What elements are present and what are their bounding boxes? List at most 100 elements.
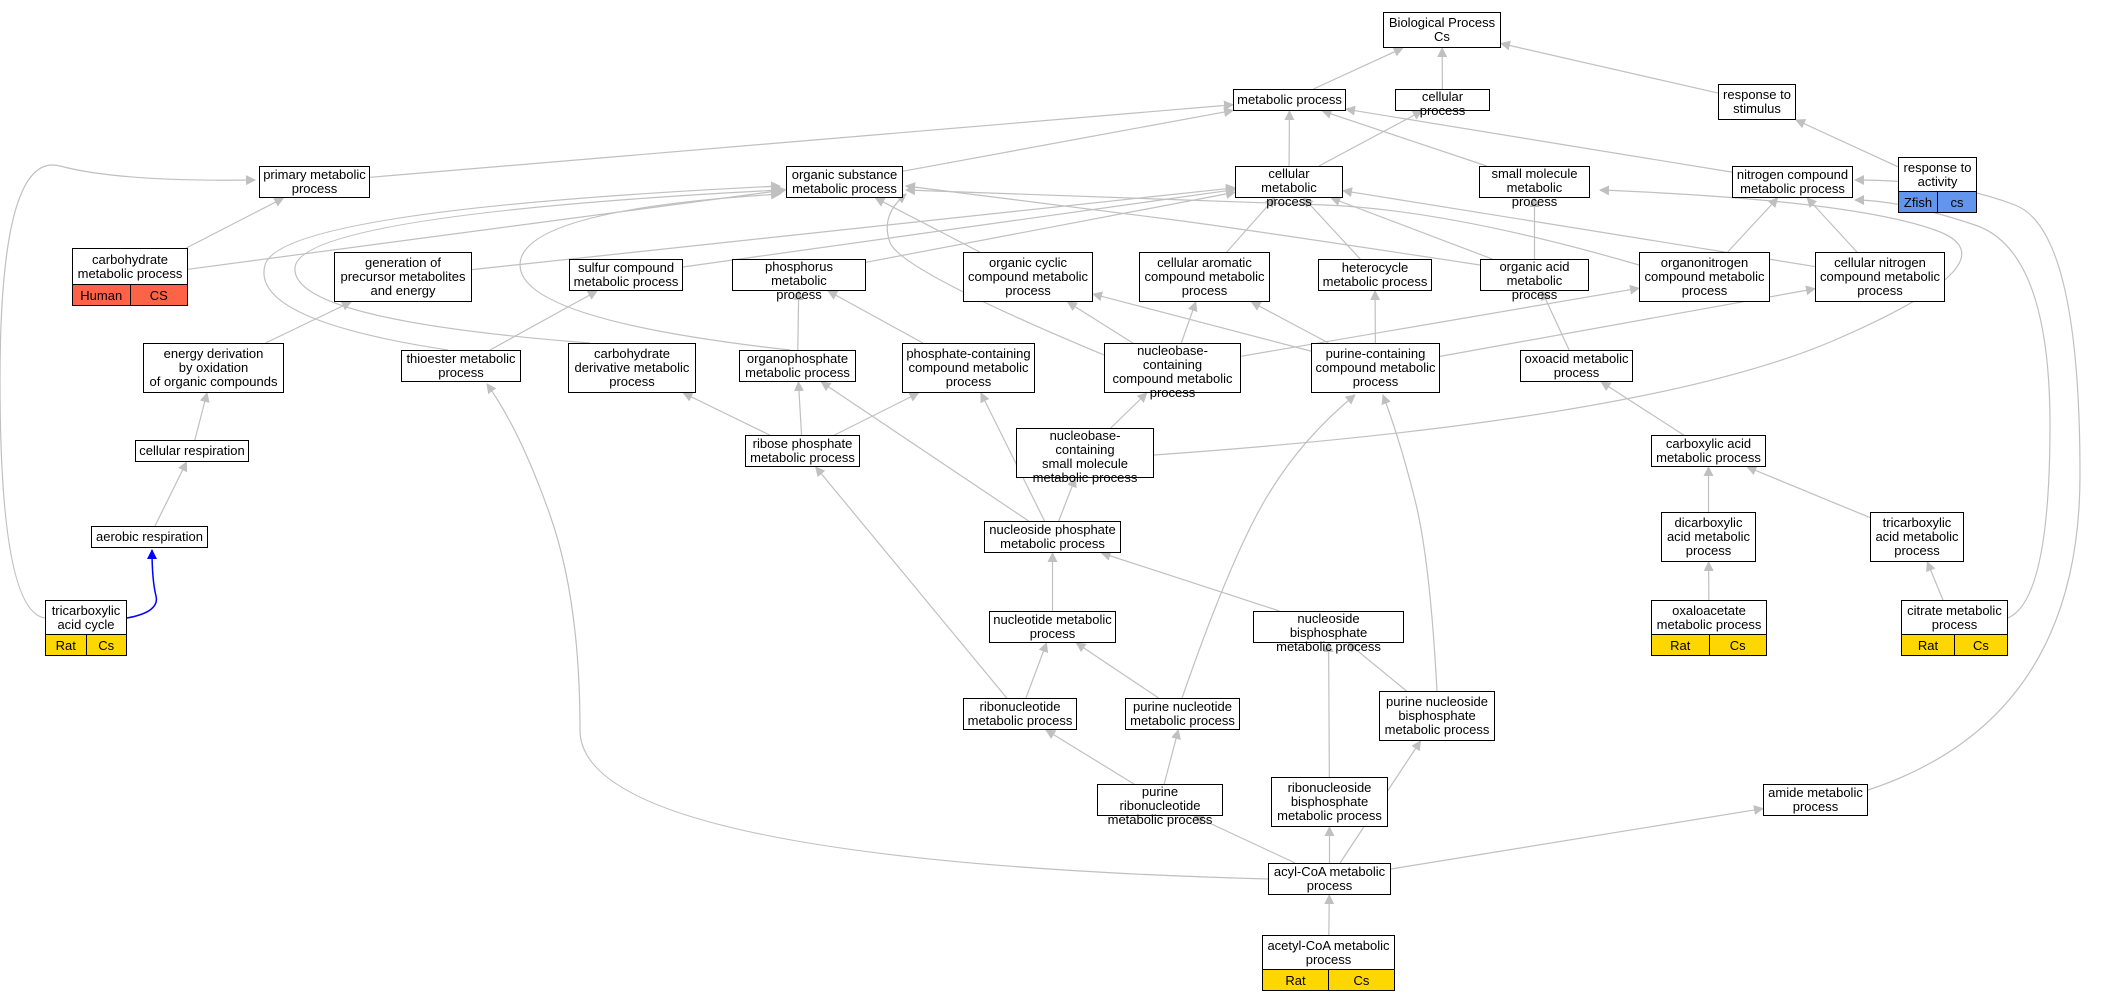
go-term-node[interactable]: cellular nitrogen compound metabolic pro…	[1815, 252, 1945, 302]
go-term-node[interactable]: organophosphate metabolic process	[739, 350, 856, 382]
go-term-node[interactable]: acyl-CoA metabolic process	[1268, 863, 1391, 895]
is-a-edge	[1321, 109, 1487, 167]
go-term-node[interactable]: cellular process	[1395, 89, 1490, 118]
go-term-label: generation of precursor metabolites and …	[340, 255, 466, 298]
annotation-tag: CS	[129, 285, 187, 305]
go-term-node[interactable]: nucleobase-containing small molecule met…	[1016, 428, 1154, 485]
is-a-edge	[1163, 729, 1181, 785]
go-term-label: nitrogen compound metabolic process	[1736, 167, 1849, 196]
go-term-label: oxaloacetate metabolic process	[1652, 601, 1766, 635]
go-term-node[interactable]: oxoacid metabolic process	[1520, 350, 1633, 382]
go-term-node[interactable]: nucleoside bisphosphate metabolic proces…	[1253, 611, 1404, 654]
go-term-label: energy derivation by oxidation of organi…	[149, 346, 278, 389]
is-a-edge	[1323, 642, 1334, 778]
go-term-node[interactable]: purine-containing compound metabolic pro…	[1311, 343, 1440, 393]
go-term-label: phosphorus metabolic process	[765, 259, 833, 302]
is-a-edge	[815, 466, 1008, 699]
is-a-edge	[1240, 284, 1640, 357]
is-a-edge	[865, 189, 1236, 263]
go-term-node[interactable]: amide metabolic process	[1763, 784, 1868, 816]
is-a-edge	[1313, 47, 1404, 90]
is-a-edge	[1345, 105, 1733, 173]
is-a-edge	[1058, 477, 1077, 522]
is-a-edge	[1318, 110, 1423, 167]
go-term-node[interactable]: energy derivation by oxidation of organi…	[143, 343, 284, 393]
go-term-node[interactable]: organonitrogen compound metabolic proces…	[1639, 252, 1770, 302]
go-term-label: amide metabolic process	[1768, 785, 1863, 814]
is-a-edge	[1075, 642, 1159, 699]
is-a-edge	[471, 183, 1236, 271]
go-term-node[interactable]: ribonucleoside bisphosphate metabolic pr…	[1271, 777, 1388, 827]
go-term-node[interactable]: purine nucleoside bisphosphate metabolic…	[1379, 691, 1495, 741]
go-term-label: purine nucleoside bisphosphate metabolic…	[1384, 694, 1490, 737]
go-term-label: dicarboxylic acid metabolic process	[1666, 515, 1751, 558]
go-term-label: acyl-CoA metabolic process	[1273, 864, 1386, 893]
go-term-node[interactable]: sulfur compound metabolic process	[569, 259, 683, 291]
go-term-label: small molecule metabolic process	[1491, 166, 1578, 209]
is-a-edge	[1381, 394, 1438, 692]
go-term-node[interactable]: nucleoside phosphate metabolic process	[984, 521, 1121, 553]
go-term-label: carbohydrate derivative metabolic proces…	[574, 346, 690, 389]
go-term-node[interactable]: nucleotide metabolic process	[989, 611, 1116, 643]
go-term-label: carboxylic acid metabolic process	[1656, 436, 1761, 465]
is-a-edge	[793, 381, 804, 436]
go-term-node[interactable]: response to stimulus	[1718, 84, 1796, 120]
go-term-node[interactable]: nucleobase-containing compound metabolic…	[1104, 343, 1241, 400]
annotation-tag: Cs	[85, 635, 126, 655]
go-term-node[interactable]: heterocycle metabolic process	[1318, 259, 1432, 291]
annotation-tag: cs	[1937, 192, 1976, 212]
go-term-node[interactable]: nitrogen compound metabolic process	[1732, 166, 1853, 198]
go-term-node[interactable]: primary metabolic process	[259, 166, 370, 198]
is-a-edge	[1541, 290, 1570, 351]
go-term-node[interactable]: ribose phosphate metabolic process	[745, 435, 860, 467]
go-term-node[interactable]: organic cyclic compound metabolic proces…	[963, 252, 1093, 302]
is-a-edge	[186, 197, 285, 249]
go-term-node[interactable]: purine nucleotide metabolic process	[1125, 698, 1240, 730]
go-term-node[interactable]: cellular respiration	[135, 440, 249, 462]
go-term-label: Biological Process Cs	[1388, 15, 1496, 44]
go-term-node[interactable]: purine ribonucleotide metabolic process	[1097, 784, 1223, 827]
go-term-node[interactable]: thioester metabolic process	[401, 350, 521, 382]
go-term-node[interactable]: organic acid metabolic process	[1480, 259, 1589, 302]
is-a-edge	[1092, 291, 1312, 352]
go-term-node[interactable]: tricarboxylic acid metabolic process	[1870, 512, 1964, 562]
go-term-node[interactable]: generation of precursor metabolites and …	[334, 252, 472, 302]
go-term-node[interactable]: carbohydrate derivative metabolic proces…	[568, 343, 696, 393]
go-term-node[interactable]: aerobic respiration	[91, 526, 208, 548]
annotation-tag: Cs	[1954, 635, 2007, 655]
is-a-edge	[369, 100, 1234, 178]
is-a-edge	[820, 381, 1029, 522]
go-term-node[interactable]: organic substance metabolic process	[786, 166, 903, 198]
is-a-edge	[1110, 392, 1148, 429]
go-term-node[interactable]: small molecule metabolic process	[1479, 166, 1590, 209]
go-term-node[interactable]: carboxylic acid metabolic process	[1651, 435, 1766, 467]
is-a-edge	[1500, 40, 1719, 94]
go-term-node[interactable]: phosphorus metabolic process	[732, 259, 866, 302]
go-term-node[interactable]: cellular aromatic compound metabolic pro…	[1139, 252, 1270, 302]
go-term-node[interactable]: cellular metabolic process	[1235, 166, 1343, 209]
go-term-label: acetyl-CoA metabolic process	[1263, 936, 1394, 970]
is-a-edge	[834, 392, 920, 436]
is-a-edge	[682, 392, 770, 436]
go-term-node[interactable]: phosphate-containing compound metabolic …	[902, 343, 1035, 393]
is-a-edge	[1226, 197, 1276, 253]
go-term-label: tricarboxylic acid metabolic process	[1875, 515, 1959, 558]
is-a-edge	[1250, 301, 1329, 344]
go-term-node[interactable]: ribonucleotide metabolic process	[963, 698, 1077, 730]
annotation-tag: Rat	[1263, 970, 1328, 990]
go-term-node[interactable]: Biological Process Cs	[1383, 12, 1501, 48]
go-term-node[interactable]: metabolic process	[1233, 89, 1346, 111]
go-term-node[interactable]: dicarboxylic acid metabolic process	[1661, 512, 1756, 562]
is-a-edge	[1806, 197, 1858, 253]
